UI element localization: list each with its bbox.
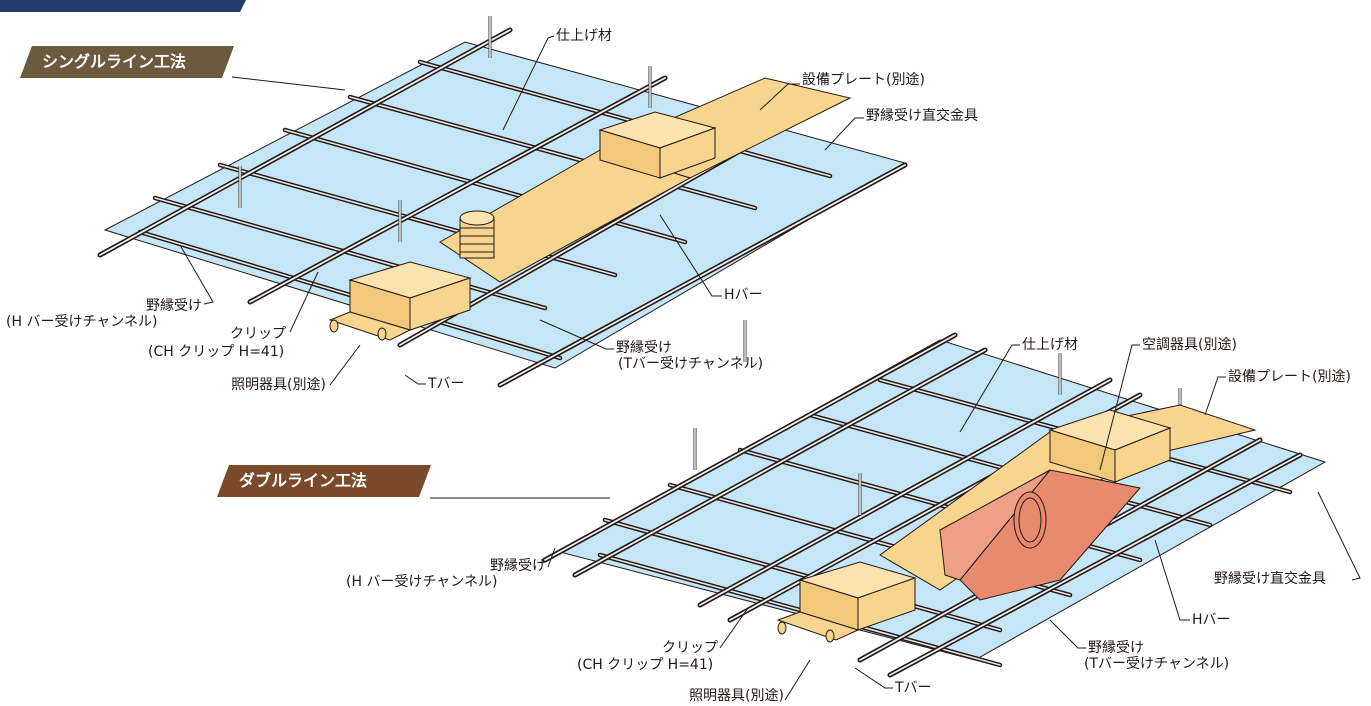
double-label-clip: クリップ [662,640,718,656]
single-diffuser [459,210,495,259]
single-label-clip: クリップ [230,326,286,342]
single-label-cross-bracket: 野縁受け直交金具 [866,108,978,124]
double-label-finish-material: 仕上げ材 [1022,337,1078,353]
single-label-h-bar: Hバー [724,287,763,303]
single-label-carrier-t-sub: (Tバー受けチャンネル) [618,356,764,372]
single-lighting-box [328,261,472,341]
double-label-carrier-t: 野縁受け [1088,640,1144,656]
single-label-equipment-plate: 設備プレート(別途) [802,72,925,88]
single-label-finish-material: 仕上げ材 [556,28,612,44]
double-lighting-box [776,561,917,643]
single-line-method-banner: シングルライン工法 [20,46,234,78]
single-aircon-box [598,111,717,179]
single-label-carrier-t: 野縁受け [616,340,672,356]
double-aircon-unit [939,469,1141,601]
double-label-cross-bracket: 野縁受け直交金具 [1214,571,1326,587]
double-label-clip-sub: (CH クリップ H=41) [577,657,714,673]
corner-accent-bar [0,0,246,12]
double-label-h-bar: Hバー [1192,612,1231,628]
double-label-equipment-plate: 設備プレート(別途) [1228,369,1351,385]
single-label-carrier-h: 野縁受け [146,298,202,314]
double-line-method-banner: ダブルライン工法 [217,465,431,497]
double-label-carrier-t-sub: (Tバー受けチャンネル) [1084,656,1230,672]
double-label-carrier-h-sub: (H バー受けチャンネル) [346,574,498,590]
single-label-lighting: 照明器具(別途) [231,377,326,393]
double-label-lighting: 照明器具(別途) [689,688,784,704]
leader-lines [179,35,1361,701]
single-label-clip-sub: (CH クリップ H=41) [148,344,285,360]
single-label-t-bar: Tバー [428,376,465,392]
double-line-assembly [542,318,1327,678]
double-label-aircon: 空調器具(別途) [1142,337,1237,353]
single-line-assembly [97,14,908,388]
single-fixture-duct [439,149,692,283]
double-label-carrier-h: 野縁受け [490,558,546,574]
double-label-t-bar: Tバー [895,680,932,696]
single-label-carrier-h-sub: (H バー受けチャンネル) [6,314,158,330]
